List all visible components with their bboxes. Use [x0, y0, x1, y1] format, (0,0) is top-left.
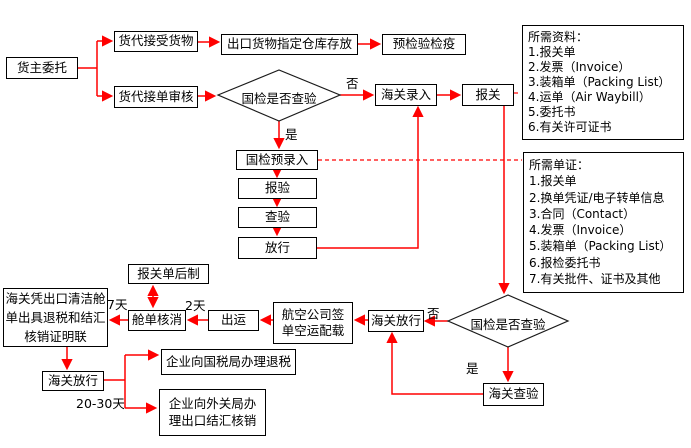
- panel-documents-item: 5.装箱单（Packing List）: [529, 239, 672, 254]
- panel-materials-item: 3.装箱单（Packing List）: [528, 75, 671, 89]
- node-shipment: 出运: [208, 310, 259, 331]
- node-pre-inspection-quarantine: 预检验检疫: [382, 34, 466, 55]
- panel-materials-item: 5.委托书: [528, 105, 576, 119]
- label-20-30-days: 20-30天: [76, 396, 125, 411]
- diamond-label-ciq-check-1: 国检是否查验: [241, 91, 317, 106]
- label-yes-1: 是: [285, 127, 298, 142]
- label-yes-2: 是: [466, 361, 479, 376]
- panel-documents-item: 2.换单凭证/电子转单信息: [529, 190, 665, 205]
- node-ciq-pre-entry: 国检预录入: [236, 150, 318, 170]
- red-arrows: [61, 35, 522, 414]
- node-inspection-declare: 报验: [238, 178, 317, 199]
- panel-documents-title: 所需单证：: [529, 158, 590, 172]
- diamond-ciq-check-1: [216, 69, 342, 122]
- panel-documents-item: 4.发票（Invoice）: [529, 223, 632, 238]
- panel-required-documents: 所需单证： 1.报关单 2.换单凭证/电子转单信息 3.合同（Contact） …: [523, 152, 684, 293]
- label-no-1: 否: [346, 76, 359, 91]
- node-post-declaration: 报关单后制: [128, 264, 209, 284]
- label-7-days: 7天: [107, 297, 128, 312]
- panel-materials-item: 4.运单（Air Waybill）: [528, 90, 651, 104]
- label-no-2: 否: [427, 306, 440, 321]
- diamond-ciq-check-2: [446, 294, 570, 348]
- panel-documents-item: 3.合同（Contact）: [529, 206, 636, 221]
- node-customs-tax-refund-certificate: 海关凭出口清洁舱 单出具退税和结汇 核销证明联: [3, 288, 108, 347]
- node-airline-airwaybill-loading: 航空公司签 单空运配载: [273, 302, 353, 344]
- diamond-label-ciq-check-2: 国检是否查验: [470, 317, 546, 332]
- node-forwarder-order-review: 货代接单审核: [114, 86, 198, 108]
- panel-required-materials: 所需资料： 1.报关单 2.发票（Invoice） 3.装箱单（Packing …: [522, 25, 684, 140]
- node-release: 放行: [238, 237, 317, 259]
- panel-materials-title: 所需资料：: [528, 30, 589, 44]
- node-tax-refund: 企业向国税局办理退税: [161, 349, 296, 375]
- panel-documents-item: 6.报检委托书: [529, 255, 601, 270]
- node-forex-writeoff: 企业向外关局办 理出口结汇核销: [159, 389, 266, 436]
- panel-materials-item: 2.发票（Invoice）: [528, 60, 631, 74]
- label-2-days: 2天: [185, 298, 206, 313]
- node-customs-inspect: 海关查验: [483, 383, 544, 406]
- node-customs-release-left: 海关放行: [42, 371, 104, 391]
- node-customs-release-right: 海关放行: [368, 310, 424, 332]
- panel-documents-item: 1.报关单: [529, 174, 577, 189]
- node-owner-entrust: 货主委托: [6, 57, 78, 79]
- node-customs-entry: 海关录入: [375, 84, 437, 106]
- node-declaration: 报关: [462, 84, 514, 106]
- panel-documents-item: 7.有关批件、证书及其他: [529, 272, 661, 287]
- decision-diamonds: [216, 69, 570, 348]
- panel-materials-item: 1.报关单: [528, 45, 576, 59]
- node-inspect: 查验: [238, 207, 317, 228]
- panel-materials-item: 6.有关许可证书: [528, 120, 612, 134]
- node-manifest-writeoff: 舱单核消: [128, 310, 186, 331]
- node-forwarder-receive-goods: 货代接受货物: [114, 31, 198, 52]
- node-warehouse-storage: 出口货物指定仓库存放: [221, 34, 358, 55]
